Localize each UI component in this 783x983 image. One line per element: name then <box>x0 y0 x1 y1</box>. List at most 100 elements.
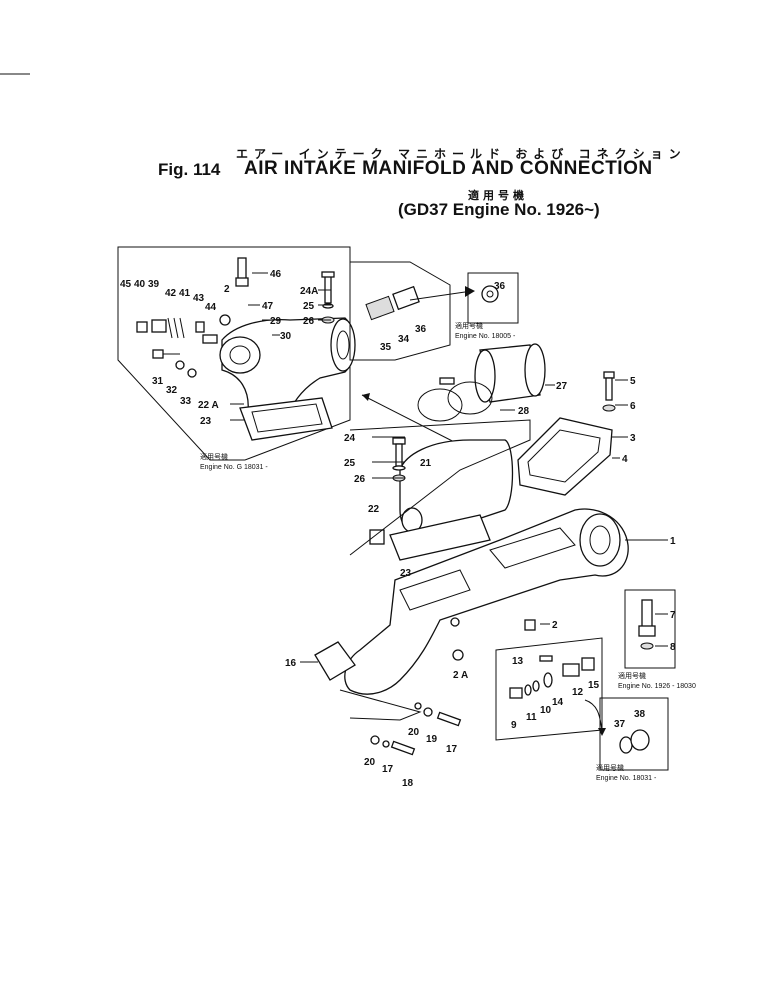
arrow-head <box>465 286 475 297</box>
intake-elbow-22a <box>219 317 356 421</box>
bolt-46 <box>235 257 249 287</box>
intake-connection-21 <box>399 439 514 537</box>
part-label-36-box: 36 <box>415 324 427 335</box>
note-g18031: Engine No. G 18031 - <box>200 464 268 471</box>
part-label-23: 23 <box>400 568 412 579</box>
part-label-26: 26 <box>354 474 366 485</box>
part-label-10: 10 <box>540 705 552 716</box>
note-jp-4: 適用号機 <box>596 763 624 772</box>
part-label-25: 25 <box>344 458 356 469</box>
part-label-19: 19 <box>426 734 438 745</box>
inset-frame-37-38 <box>599 697 669 771</box>
part-label-26-top: 26 <box>303 316 315 327</box>
part-label-1: 1 <box>670 536 676 547</box>
part-label-24: 24 <box>344 433 356 444</box>
part-label-20-b: 20 <box>364 757 376 768</box>
bolt-frame <box>339 689 422 721</box>
bolt-24a-top <box>321 271 335 324</box>
inset-frame-36 <box>467 272 519 324</box>
part-label-46: 46 <box>270 269 282 280</box>
part-label-2a: 2 A <box>453 670 468 681</box>
inset-frame-sensor <box>349 261 451 361</box>
part-label-31: 31 <box>152 376 164 387</box>
sensor-7-8 <box>638 599 656 650</box>
bolts-31-33 <box>152 349 197 378</box>
part-label-22: 22 <box>368 504 380 515</box>
note-jp-1: 適用号機 <box>200 452 228 461</box>
part-label-2: 2 <box>552 620 558 631</box>
part-label-13: 13 <box>512 656 524 667</box>
figure-number: Fig. 114 <box>158 160 221 179</box>
note-36: Engine No. 18005 - <box>455 333 516 340</box>
applicable-models-japanese: 適用号機 <box>468 190 528 202</box>
part-label-16: 16 <box>285 658 297 669</box>
part-label-3: 3 <box>630 433 636 444</box>
model-range: (GD37 Engine No. 1926~) <box>398 200 600 219</box>
part-label-20-a: 20 <box>408 727 420 738</box>
cover-16 <box>314 641 356 681</box>
leader-lines <box>230 272 668 663</box>
part-label-45: 45 <box>120 279 132 290</box>
part-label-22a: 22 A <box>198 400 219 411</box>
bolt-5 <box>602 371 616 412</box>
part-label-8: 8 <box>670 642 676 653</box>
bolts-17-20 <box>370 702 462 756</box>
part-label-35: 35 <box>380 342 392 353</box>
plug-22 <box>369 529 385 545</box>
note-78: Engine No. 1926 - 18030 <box>618 683 696 690</box>
part-label-44: 44 <box>205 302 217 313</box>
part-label-11: 11 <box>526 712 537 723</box>
cover-plate-3 <box>517 417 613 496</box>
gasket-23 <box>389 514 491 561</box>
part-label-34: 34 <box>398 334 410 345</box>
part-label-43: 43 <box>193 293 205 304</box>
part-label-30: 30 <box>280 331 292 342</box>
note-jp-3: 適用号機 <box>618 671 646 680</box>
note-3738: Engine No. 18031 - <box>596 775 657 782</box>
inset-frame-7-8 <box>624 589 676 669</box>
part-label-29: 29 <box>270 316 282 327</box>
pointer-arrow-36 <box>409 291 466 301</box>
part-label-28: 28 <box>518 406 530 417</box>
assembly-frame <box>349 419 531 556</box>
note-jp-2: 適用号機 <box>455 321 483 330</box>
manifold-1 <box>344 508 629 695</box>
part-label-33: 33 <box>180 396 192 407</box>
part-label-27: 27 <box>556 381 568 392</box>
part-label-37: 37 <box>614 719 626 730</box>
hose-27 <box>474 343 546 403</box>
part-label-14: 14 <box>552 697 564 708</box>
gasket-23-top <box>239 397 333 441</box>
part-label-38: 38 <box>634 709 646 720</box>
part-label-7: 7 <box>670 610 676 621</box>
part-label-5: 5 <box>630 376 636 387</box>
fittings-37-38 <box>619 729 650 754</box>
part-label-41: 41 <box>179 288 191 299</box>
part-label-39: 39 <box>148 279 160 290</box>
cap-36 <box>481 285 499 303</box>
part-label-15: 15 <box>588 680 600 691</box>
part-label-4: 4 <box>622 454 628 465</box>
part-label-25-top: 25 <box>303 301 315 312</box>
part-label-24a-top: 24A <box>300 286 318 297</box>
title-japanese: エアー インテーク マニホールド および コネクション <box>236 147 687 161</box>
part-label-47: 47 <box>262 301 274 312</box>
inset-frame-early-intake <box>117 246 351 461</box>
fittings-9-15 <box>509 655 595 699</box>
part-label-18: 18 <box>402 778 414 789</box>
part-label-17-b: 17 <box>382 764 394 775</box>
part-label-36-top: 36 <box>494 281 506 292</box>
sensor-35-34 <box>365 285 420 321</box>
part-label-32: 32 <box>166 385 178 396</box>
fittings-39-45 <box>136 314 231 344</box>
part-label-12: 12 <box>572 687 584 698</box>
part-label-6: 6 <box>630 401 636 412</box>
part-label-42: 42 <box>165 288 177 299</box>
part-label-9: 9 <box>511 720 517 731</box>
part-label-17-a: 17 <box>446 744 458 755</box>
bolt-24 <box>392 437 406 482</box>
part-label-21: 21 <box>420 458 432 469</box>
figure-title: AIR INTAKE MANIFOLD AND CONNECTION <box>244 158 653 179</box>
plug-2 <box>524 619 536 631</box>
